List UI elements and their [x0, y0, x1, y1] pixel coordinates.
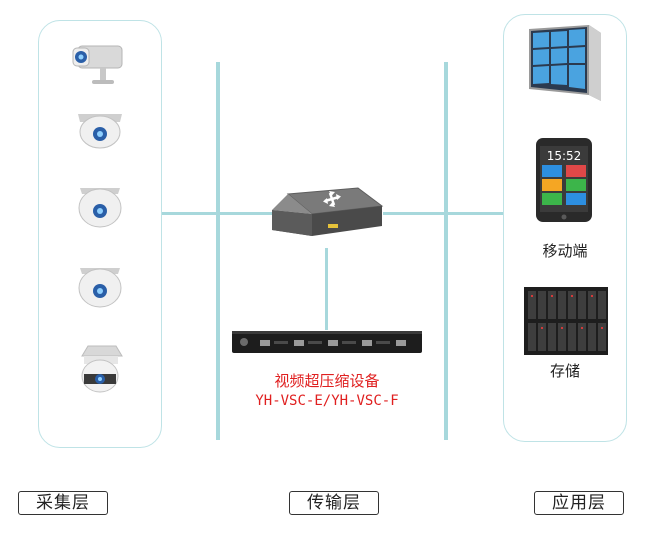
collection-layer-label: 采集层: [18, 491, 108, 515]
device-name-label: 视频超压缩设备: [274, 372, 380, 390]
mobile-phone-icon: 15:52: [536, 138, 592, 222]
storage-label: 存储: [549, 362, 580, 380]
video-compression-device-icon: [232, 331, 422, 353]
network-switch-icon: [272, 187, 384, 236]
switch-to-application-line: [383, 212, 503, 215]
dome-camera-icon: [78, 268, 122, 308]
device-model-label: YH-VSC-E/YH-VSC-F: [255, 393, 399, 409]
transport-layer-label: 传输层: [289, 491, 379, 515]
collection-bus-line: [216, 62, 220, 440]
bullet-camera-icon: [72, 45, 123, 84]
ptz-camera-icon: [81, 345, 123, 393]
dome-camera-icon: [78, 114, 122, 149]
mobile-label: 移动端: [542, 242, 588, 260]
application-bus-line: [444, 62, 448, 440]
video-wall-icon: [529, 25, 601, 101]
application-layer-label: 应用层: [534, 491, 624, 515]
dome-camera-icon: [78, 188, 122, 228]
switch-to-device-line: [325, 248, 328, 330]
collection-to-switch-line: [162, 212, 274, 215]
phone-clock-text: 15:52: [547, 149, 582, 163]
storage-server-icon: [524, 287, 608, 355]
